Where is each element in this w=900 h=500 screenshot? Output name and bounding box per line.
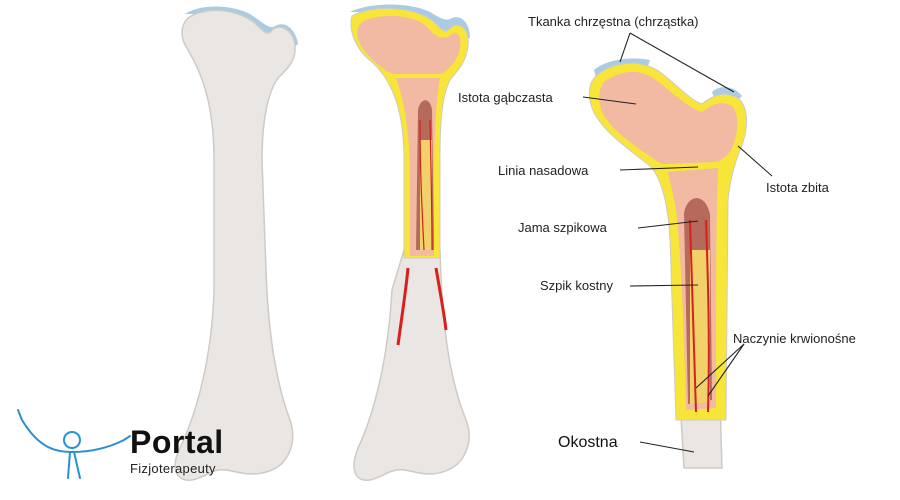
leader-lines bbox=[582, 32, 773, 453]
leader-medullary-cavity bbox=[637, 220, 699, 229]
femur-whole-shape bbox=[174, 9, 296, 481]
labeled-vessel-left bbox=[689, 219, 697, 413]
label-epiphyseal-line: Linia nasadowa bbox=[498, 163, 589, 178]
femur-partial-spongy-head bbox=[357, 15, 461, 74]
leader-marrow bbox=[629, 284, 699, 287]
femur-partial-vessel-right bbox=[434, 267, 448, 331]
label-medullary-cavity: Jama szpikowa bbox=[518, 220, 608, 235]
label-cartilage: Tkanka chrzęstna (chrząstka) bbox=[528, 14, 699, 29]
femur-whole bbox=[174, 6, 298, 481]
labeled-epiphyseal-line bbox=[655, 161, 725, 170]
diagram-labels: Tkanka chrzęstna (chrząstka) Istota gąbc… bbox=[458, 14, 856, 451]
femur-labeled-section bbox=[588, 58, 747, 469]
logo-subtitle: Fizjoterapeuty bbox=[130, 461, 216, 476]
logo-name: Portal bbox=[130, 424, 224, 460]
leader-vessel-right bbox=[707, 343, 745, 397]
logo-brand: Portal Fizjoterapeuty bbox=[130, 426, 224, 476]
labeled-vessel-right bbox=[705, 219, 710, 413]
label-blood-vessel: Naczynie krwionośne bbox=[733, 331, 856, 346]
leader-epiphyseal-line bbox=[619, 166, 699, 171]
labeled-spongy-head bbox=[599, 71, 738, 164]
leader-cartilage-left bbox=[619, 32, 631, 63]
femur-partial-section bbox=[350, 4, 470, 481]
femur-partial-vessel-inner bbox=[419, 119, 433, 251]
label-compact: Istota zbita bbox=[766, 180, 830, 195]
logo-figure-icon bbox=[17, 409, 131, 479]
label-periosteum: Okostna bbox=[558, 434, 618, 451]
leader-spongy bbox=[582, 96, 637, 105]
femur-partial-vessel-left bbox=[396, 267, 410, 346]
leader-vessel-left bbox=[695, 343, 745, 389]
leader-periosteum bbox=[639, 441, 695, 453]
label-spongy: Istota gąbczasta bbox=[458, 90, 553, 105]
leader-compact bbox=[737, 145, 773, 177]
femur-partial-shaft bbox=[353, 249, 470, 481]
leader-cartilage-right bbox=[629, 32, 735, 93]
label-marrow: Szpik kostny bbox=[540, 278, 613, 293]
